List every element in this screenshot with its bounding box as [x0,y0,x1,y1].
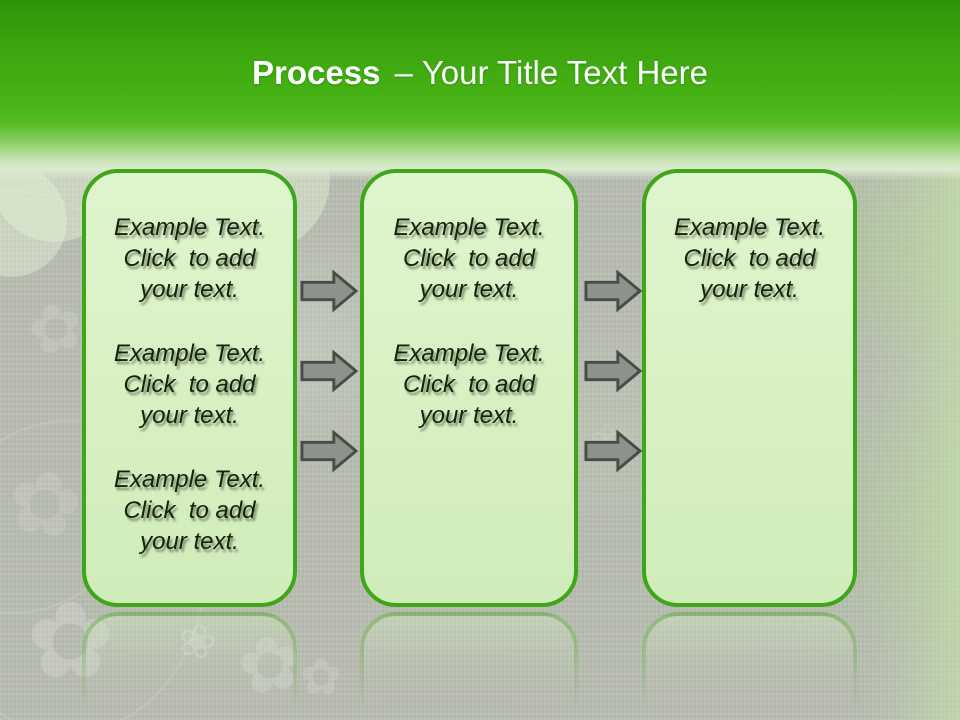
process-box-1[interactable]: Example Text. Click to add your text. Ex… [82,169,297,607]
title-rest-text: Your Title Text Here [421,54,708,91]
text-placeholder[interactable]: Example Text. Click to add your text. [646,212,853,305]
title-separator: – [394,54,413,91]
text-line: your text. [140,402,239,429]
right-arrow-icon [300,429,358,473]
text-line: Click to add [683,245,816,272]
text-line: Example Text. [113,340,266,367]
text-line: your text. [140,528,239,555]
text-line: your text. [419,402,519,429]
box-reflection [82,612,297,720]
process-box-3[interactable]: Example Text. Click to add your text. [642,169,857,607]
right-arrow-icon [584,349,642,393]
text-placeholder[interactable]: Example Text. Click to add your text. [86,338,293,431]
text-line: Click to add [123,497,256,524]
text-line: Example Text. [113,214,266,241]
flower-icon [300,652,342,702]
text-line: Example Text. [113,466,266,493]
box-reflection [642,612,857,720]
flower-icon [1,454,89,553]
text-line: Example Text. [393,340,545,367]
text-placeholder[interactable]: Example Text. Click to add your text. [364,212,574,305]
process-box-2[interactable]: Example Text. Click to add your text. Ex… [360,169,578,607]
text-line: your text. [419,276,519,303]
right-arrow-icon [300,349,358,393]
text-line: your text. [140,276,239,303]
text-placeholder[interactable]: Example Text. Click to add your text. [364,338,574,431]
right-arrow-icon [584,269,642,313]
header-banner [0,0,960,180]
text-line: Example Text. [393,214,545,241]
text-placeholder[interactable]: Example Text. Click to add your text. [86,464,293,557]
text-line: Click to add [123,371,256,398]
text-placeholder[interactable]: Example Text. Click to add your text. [86,212,293,305]
box-reflection [360,612,578,720]
right-accent-band [860,150,960,720]
text-line: Click to add [402,245,536,272]
slide-title[interactable]: Process–Your Title Text Here [0,52,960,94]
title-keyword: Process [252,54,381,91]
text-line: Example Text. [673,214,826,241]
text-line: Click to add [402,371,536,398]
right-arrow-icon [300,269,358,313]
text-line: Click to add [123,245,256,272]
right-arrow-icon [584,429,642,473]
text-line: your text. [700,276,799,303]
